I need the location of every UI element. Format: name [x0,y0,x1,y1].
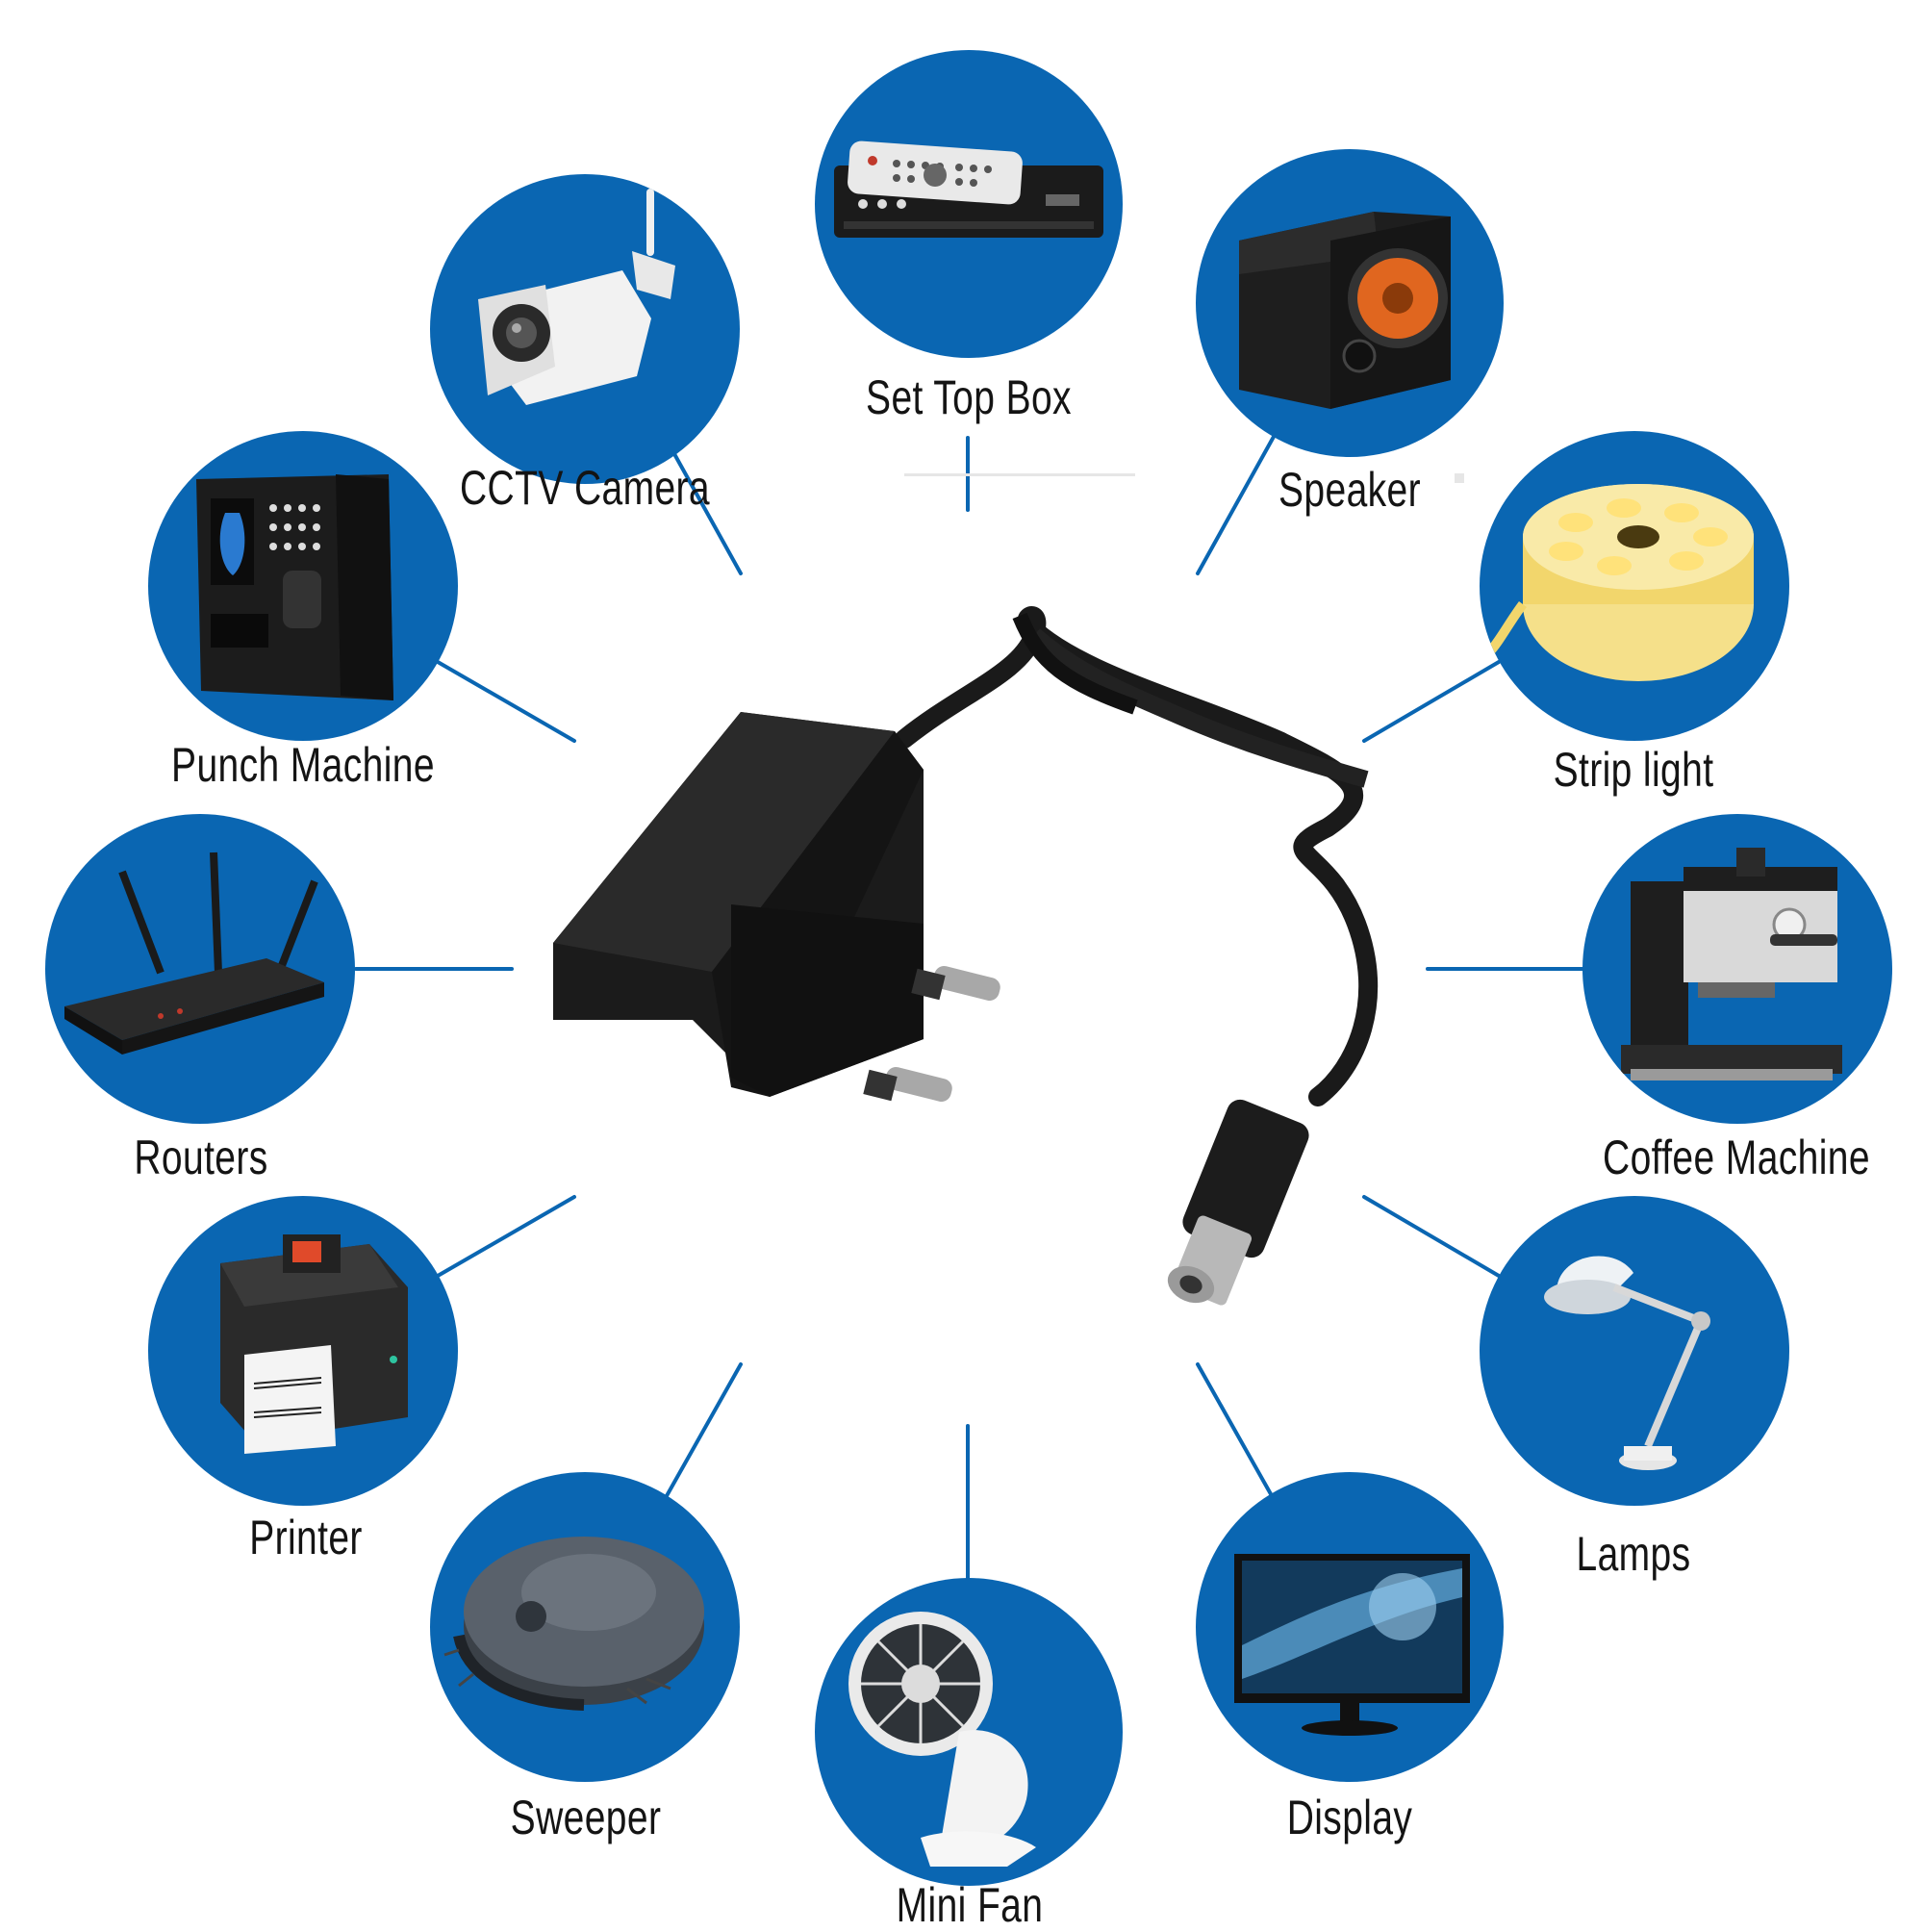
lamp-icon [1544,1256,1710,1470]
connector-cctv-camera [662,433,743,575]
speaker-circle [1196,149,1504,457]
printer-circle [148,1196,458,1506]
strip-light-circle [1480,431,1789,741]
sweeper-icon [443,1537,704,1711]
display-icon [1234,1554,1470,1736]
label-set-top-box: Set Top Box [866,370,1072,424]
connector-strip-light [1362,660,1501,743]
set-top-box-circle [815,50,1123,358]
sweeper-circle [430,1472,740,1782]
punch-machine-circle [148,431,458,741]
connector-sweeper [662,1362,743,1503]
routers-circle [45,814,355,1124]
label-mini-fan: Mini Fan [896,1878,1044,1932]
label-coffee-machine: Coffee Machine [1603,1131,1870,1184]
label-strip-light: Strip light [1553,743,1714,797]
mini-fan-circle [815,1578,1123,1886]
label-lamps: Lamps [1576,1527,1691,1581]
set-top-box-icon [834,140,1103,238]
coffee-machine-circle [1582,814,1892,1124]
connector-printer [436,1195,576,1278]
connector-punch-machine [436,660,576,743]
label-sweeper: Sweeper [510,1791,662,1844]
strip-light-icon [1485,484,1754,681]
printer-icon [220,1234,408,1454]
coffee-machine-icon [1621,848,1842,1080]
cctv-camera-circle [430,174,740,484]
label-punch-machine: Punch Machine [171,738,435,792]
label-printer: Printer [249,1511,363,1564]
connector-speaker [1196,433,1277,575]
label-cctv-camera: CCTV Camera [459,461,711,515]
label-routers: Routers [134,1131,268,1184]
cctv-camera-icon [478,189,675,405]
connector-lamps [1362,1195,1501,1278]
router-icon [64,852,324,1055]
display-circle [1196,1472,1504,1782]
speaker-icon [1239,212,1451,409]
connector-display [1196,1362,1277,1503]
lamps-circle [1480,1196,1789,1506]
label-display: Display [1286,1791,1413,1844]
punch-machine-icon [196,474,393,700]
label-speaker: Speaker [1278,463,1421,517]
mini-fan-icon [848,1612,1036,1867]
